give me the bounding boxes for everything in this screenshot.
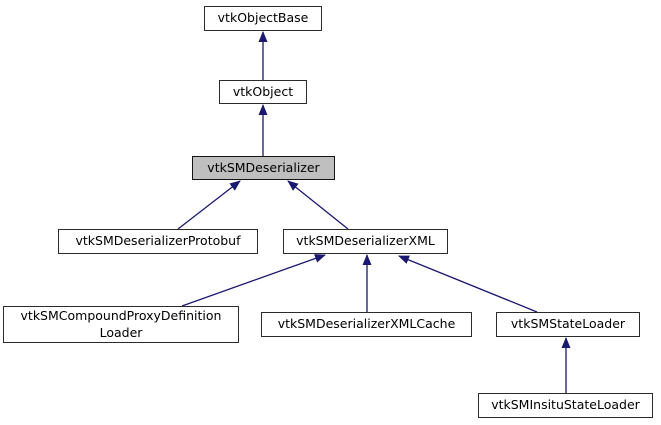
node-vtksmdeserializerxml[interactable]: vtkSMDeserializerXML — [283, 229, 448, 254]
node-vtksmdeserializer-current: vtkSMDeserializer — [192, 156, 335, 180]
node-vtksmdeserializerxmlcache[interactable]: vtkSMDeserializerXMLCache — [261, 312, 472, 337]
edge-vtkSMDeserializerXML-to-vtkSMDeserializer — [287, 180, 349, 230]
node-vtkobject[interactable]: vtkObject — [219, 80, 307, 104]
node-label-vtksmdeserializerxml: vtkSMDeserializerXML — [296, 233, 435, 249]
node-vtksminsitustateloader[interactable]: vtkSMInsituStateLoader — [478, 393, 653, 418]
edge-vtkSMCompoundProxyDefinitionLoader-to-vtkSMDeserializerXML — [181, 254, 326, 307]
node-vtkobjectbase[interactable]: vtkObjectBase — [204, 6, 322, 31]
node-label-vtksmdeserializerxmlcache: vtkSMDeserializerXMLCache — [277, 316, 456, 332]
node-label-vtkobject: vtkObject — [232, 83, 294, 99]
node-label-vtksmstateloader: vtkSMStateLoader — [510, 316, 626, 332]
node-label-vtksminsitustateloader: vtkSMInsituStateLoader — [491, 397, 640, 413]
node-label-vtkobjectbase: vtkObjectBase — [217, 10, 309, 26]
node-label-vtksmdeserializerprotobuf: vtkSMDeserializerProtobuf — [75, 233, 241, 249]
node-vtksmdeserializerprotobuf[interactable]: vtkSMDeserializerProtobuf — [58, 229, 258, 254]
node-label-vtksmdeserializer: vtkSMDeserializer — [207, 159, 320, 175]
edge-vtkSMDeserializerProtobuf-to-vtkSMDeserializer — [177, 180, 241, 230]
node-label-vtksmcompoundproxydefinitionloader: vtkSMCompoundProxyDefinition Loader — [20, 307, 222, 340]
node-vtksmcompoundproxydefinitionloader[interactable]: vtkSMCompoundProxyDefinition Loader — [3, 306, 239, 343]
edge-vtkSMStateLoader-to-vtkSMDeserializerXML — [398, 255, 538, 313]
node-vtksmstateloader[interactable]: vtkSMStateLoader — [496, 312, 640, 337]
